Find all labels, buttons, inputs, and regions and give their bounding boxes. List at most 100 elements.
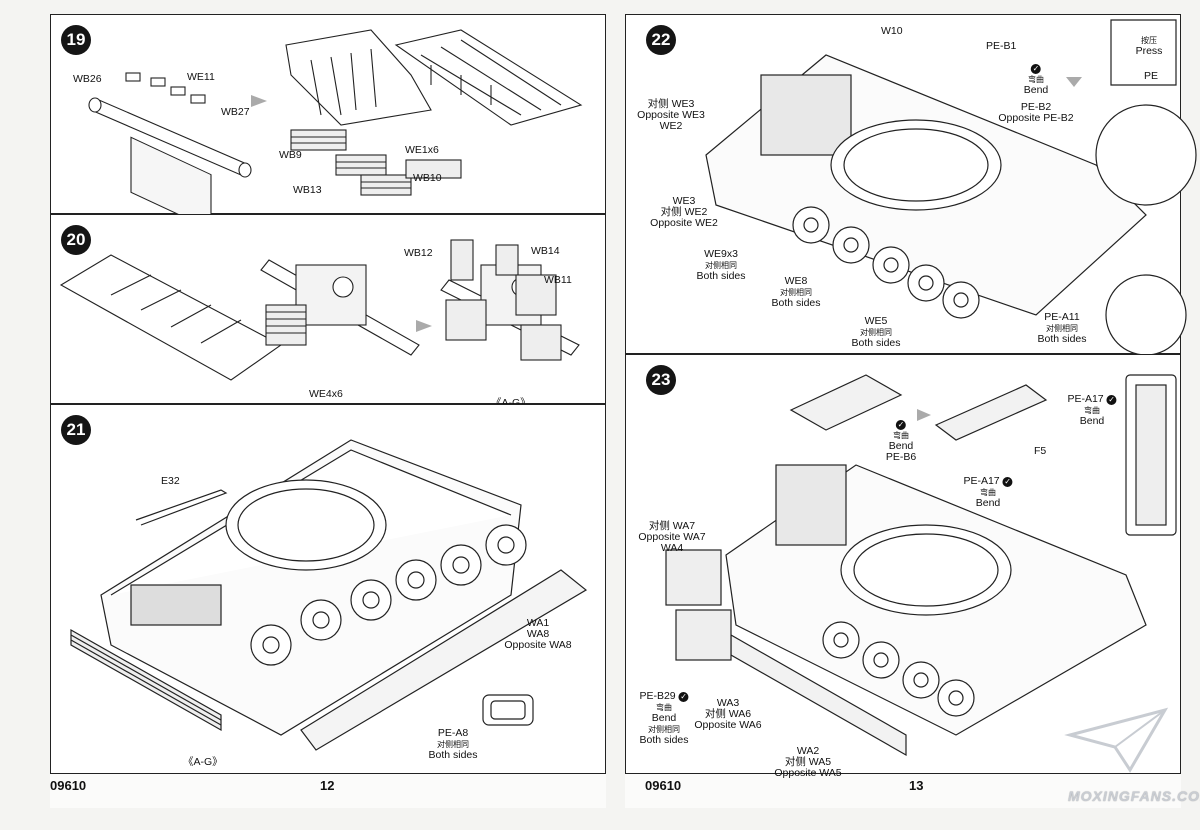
step-23-diagram bbox=[665, 374, 1177, 757]
label-pe-a8: PE-A8 对侧相同 Both sides bbox=[428, 728, 477, 761]
label-wa3-text: WA3 bbox=[716, 697, 740, 709]
label-wa7-cn: 对侧 WA7 bbox=[648, 520, 696, 532]
label-we8-text: WE8 bbox=[784, 275, 808, 287]
label-pe-b2-text: PE-B2 bbox=[1020, 101, 1052, 113]
label-we3: WE3 对侧 WE2 Opposite WE2 bbox=[650, 196, 718, 229]
label-we3-cn: 对侧 WE3 bbox=[647, 98, 695, 110]
label-wa4-text: WA4 bbox=[660, 542, 684, 554]
watermark: MOXINGFANS.COM bbox=[1068, 788, 1200, 804]
label-wb10: WB10 bbox=[413, 172, 442, 184]
label-we11: WE11 bbox=[187, 71, 215, 83]
both-text: Both sides bbox=[771, 297, 821, 309]
label-opp-we2: Opposite WE2 bbox=[650, 217, 718, 229]
label-we9: WE9x3 对侧相同 Both sides bbox=[696, 249, 745, 282]
label-pe-b29: PE-B29 ✓ 弯曲 Bend 对侧相同 Both sides bbox=[639, 690, 689, 746]
label-wa2-text: WA2 bbox=[796, 745, 820, 757]
label-we5: WE5 对侧相同 Both sides bbox=[851, 316, 900, 349]
label-pe-a17-text: PE-A17 bbox=[963, 475, 1000, 487]
label-opp-wa5: Opposite WA5 bbox=[774, 767, 842, 779]
label-opp-wa7: Opposite WA7 bbox=[638, 531, 706, 543]
label-pe-b1: PE-B1 bbox=[986, 40, 1017, 52]
label-wb11: WB11 bbox=[544, 274, 572, 286]
label-we2-text: WE2 bbox=[659, 120, 683, 132]
label-we9-text: WE9x3 bbox=[704, 248, 738, 260]
bend-text: Bend bbox=[888, 440, 914, 452]
step-19-diagram bbox=[88, 29, 583, 231]
catalog-code: 09610 bbox=[50, 778, 87, 793]
label-wa3: WA3 对侧 WA6 Opposite WA6 bbox=[694, 698, 761, 731]
press-text: Press bbox=[1135, 45, 1163, 57]
bend-text: Bend bbox=[975, 497, 1001, 509]
catalog-code: 09610 bbox=[645, 778, 682, 793]
label-opp-wa8-text: Opposite WA8 bbox=[504, 639, 572, 651]
step-number: 23 bbox=[646, 365, 676, 395]
check-icon: ✓ bbox=[678, 692, 689, 702]
label-pe: PE bbox=[1144, 70, 1159, 82]
bend-text: Bend bbox=[651, 712, 677, 724]
bend-note: ✓ 弯曲 Bend bbox=[1023, 63, 1049, 96]
bend-cn: 弯曲 bbox=[979, 488, 996, 497]
both-cn: 对侧相同 bbox=[705, 261, 737, 270]
label-wa6-cn: 对侧 WA6 bbox=[704, 708, 752, 720]
step-number: 20 bbox=[61, 225, 91, 255]
label-pe-b6-text: PE-B6 bbox=[885, 451, 917, 463]
step-23-panel: 23 bbox=[625, 354, 1181, 779]
step-22-diagram bbox=[705, 19, 1197, 356]
step-22-panel: 22 W10 PE-B1 按压 Pr bbox=[625, 14, 1197, 356]
step-20-diagram bbox=[59, 239, 580, 381]
page-number: 12 bbox=[320, 778, 335, 793]
label-wa8-text: WA8 bbox=[526, 628, 550, 640]
label-we1x6: WE1x6 bbox=[405, 144, 439, 156]
check-icon: ✓ bbox=[1031, 64, 1041, 74]
both-cn: 对侧相同 bbox=[860, 328, 892, 337]
label-ref-ag: 《A-G》 bbox=[491, 397, 531, 409]
right-page: 22 W10 PE-B1 按压 Pr bbox=[625, 14, 1197, 808]
page-number: 13 bbox=[909, 778, 924, 793]
label-pe-b2: PE-B2 Opposite PE-B2 bbox=[998, 102, 1073, 124]
label-we2-cn: 对侧 WE2 bbox=[660, 206, 708, 218]
both-text: Both sides bbox=[696, 270, 746, 282]
label-e32: E32 bbox=[161, 475, 180, 487]
both-cn: 对侧相同 bbox=[1046, 324, 1078, 333]
label-wb27: WB27 bbox=[221, 106, 250, 118]
bend-cn: 弯曲 bbox=[1028, 75, 1044, 84]
label-we2: 对侧 WE3 Opposite WE3 WE2 bbox=[637, 99, 705, 132]
check-icon: ✓ bbox=[1002, 477, 1013, 487]
label-we5-text: WE5 bbox=[864, 315, 888, 327]
check-icon: ✓ bbox=[1106, 395, 1117, 405]
label-wa4: 对侧 WA7 Opposite WA7 WA4 bbox=[638, 521, 705, 554]
label-w10: W10 bbox=[881, 25, 903, 37]
label-ref-ag: 《A-G》 bbox=[183, 756, 223, 768]
both-text: Both sides bbox=[1037, 333, 1087, 345]
bend-cn: 弯曲 bbox=[892, 431, 909, 440]
paper-plane-logo-icon bbox=[1064, 707, 1169, 773]
bend-text: Bend bbox=[1079, 415, 1105, 427]
label-f5: F5 bbox=[1034, 445, 1047, 457]
step-number: 21 bbox=[61, 415, 91, 445]
label-wa5-cn: 对侧 WA5 bbox=[784, 756, 832, 768]
label-pe-b6: ✓ 弯曲 Bend PE-B6 bbox=[886, 419, 916, 463]
bend-cn: 弯曲 bbox=[655, 703, 672, 712]
label-pe-a17-bottom: PE-A17 ✓ 弯曲 Bend bbox=[963, 475, 1013, 509]
check-icon: ✓ bbox=[895, 420, 906, 430]
press-cn: 按压 bbox=[1141, 36, 1157, 45]
bend-text: Bend bbox=[1023, 84, 1049, 96]
press-detail: 按压 Press bbox=[1136, 35, 1163, 57]
label-wb26: WB26 bbox=[73, 73, 102, 85]
both-cn: 对侧相同 bbox=[780, 288, 812, 297]
both-cn: 对侧相同 bbox=[647, 725, 680, 734]
label-we8: WE8 对侧相同 Both sides bbox=[771, 276, 820, 309]
label-pe-a11-text: PE-A11 bbox=[1044, 311, 1080, 323]
label-wb13: WB13 bbox=[293, 184, 322, 196]
label-pe-b29-text: PE-B29 bbox=[639, 690, 676, 702]
bend-cn: 弯曲 bbox=[1083, 406, 1100, 415]
label-wa2: WA2 对侧 WA5 Opposite WA5 bbox=[774, 746, 841, 779]
label-pe-a17-top: PE-A17 ✓ 弯曲 Bend bbox=[1067, 394, 1117, 427]
label-wb14: WB14 bbox=[531, 245, 560, 257]
label-both-text: Both sides bbox=[428, 749, 478, 761]
both-text: Both sides bbox=[639, 734, 689, 746]
step-number: 19 bbox=[61, 25, 91, 55]
label-wa1: WA1 WA8 Opposite WA8 bbox=[504, 618, 571, 651]
label-pe-a8-text: PE-A8 bbox=[437, 727, 469, 739]
label-opp-wa6: Opposite WA6 bbox=[694, 719, 762, 731]
